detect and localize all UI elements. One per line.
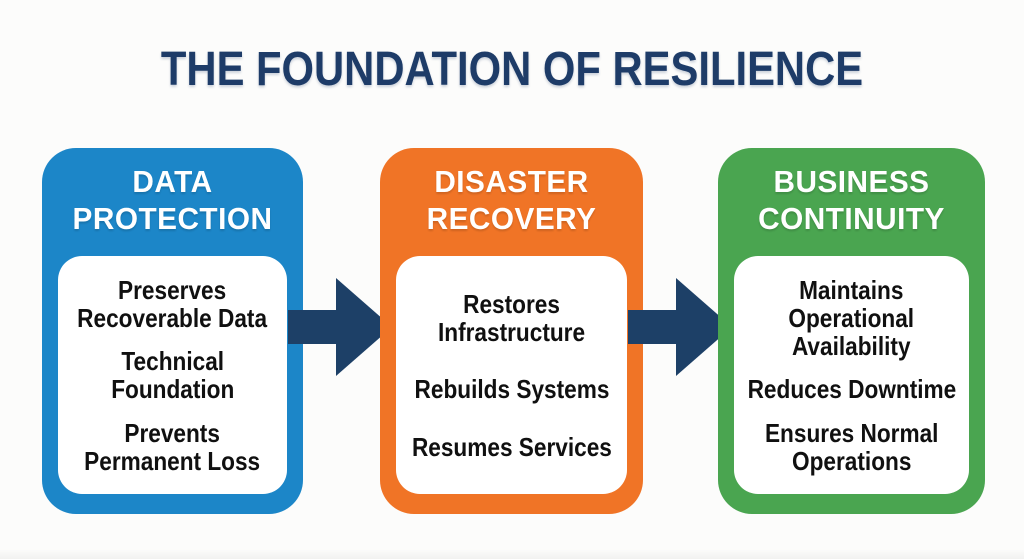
card-item-line: Resumes Services [411,431,612,462]
page-title: THE FOUNDATION OF RESILIENCE [160,43,864,96]
card-item: Restores Infrastructure [438,290,585,346]
card-title-business-continuity: BUSINESS CONTINUITY [718,148,985,237]
card-disaster-recovery: DISASTER RECOVERY Restores Infrastructur… [380,148,643,514]
card-item-line: Reduces Downtime [747,374,956,404]
card-item-line: Operations [791,445,912,476]
card-item: Prevents Permanent Loss [84,419,260,475]
card-item-line: Operational [788,302,915,333]
card-item-line: Prevents [124,417,221,448]
card-item-line: Foundation [110,374,235,404]
card-item-line: Recoverable Data [77,302,268,333]
card-title-line: RECOVERY [426,201,597,236]
card-title-disaster-recovery: DISASTER RECOVERY [380,148,643,237]
card-item: Technical Foundation [111,347,234,403]
card-body-data-protection: Preserves Recoverable Data Technical Fou… [58,256,287,494]
card-item: Maintains Operational Availability [789,276,915,360]
card-title-line: DISASTER [434,164,589,199]
card-item-line: Availability [792,330,911,361]
card-item-line: Preserves [118,274,227,305]
card-data-protection: DATA PROTECTION Preserves Recoverable Da… [42,148,303,514]
right-arrow-icon [288,272,400,382]
card-item: Resumes Services [412,433,612,461]
card-business-continuity: BUSINESS CONTINUITY Maintains Operationa… [718,148,985,514]
card-item-line: Restores [463,288,560,319]
card-body-disaster-recovery: Restores Infrastructure Rebuilds Systems… [396,256,627,494]
card-item-line: Permanent Loss [84,445,261,476]
card-title-data-protection: DATA PROTECTION [42,148,303,237]
card-title-line: BUSINESS [773,164,930,199]
card-item-line: Ensures Normal [764,417,939,448]
card-item-line: Maintains [799,274,904,305]
card-item: Rebuilds Systems [414,375,609,403]
card-item-line: Technical [121,346,224,376]
right-arrow-icon [628,272,740,382]
card-item: Ensures Normal Operations [765,419,938,475]
card-item-line: Infrastructure [437,316,586,347]
card-title-line: PROTECTION [72,201,273,236]
card-item: Preserves Recoverable Data [78,276,268,332]
card-item-line: Rebuilds Systems [414,374,609,404]
card-title-line: DATA [132,164,213,199]
card-item: Reduces Downtime [747,375,956,403]
card-body-business-continuity: Maintains Operational Availability Reduc… [734,256,969,494]
card-title-line: CONTINUITY [758,201,945,236]
